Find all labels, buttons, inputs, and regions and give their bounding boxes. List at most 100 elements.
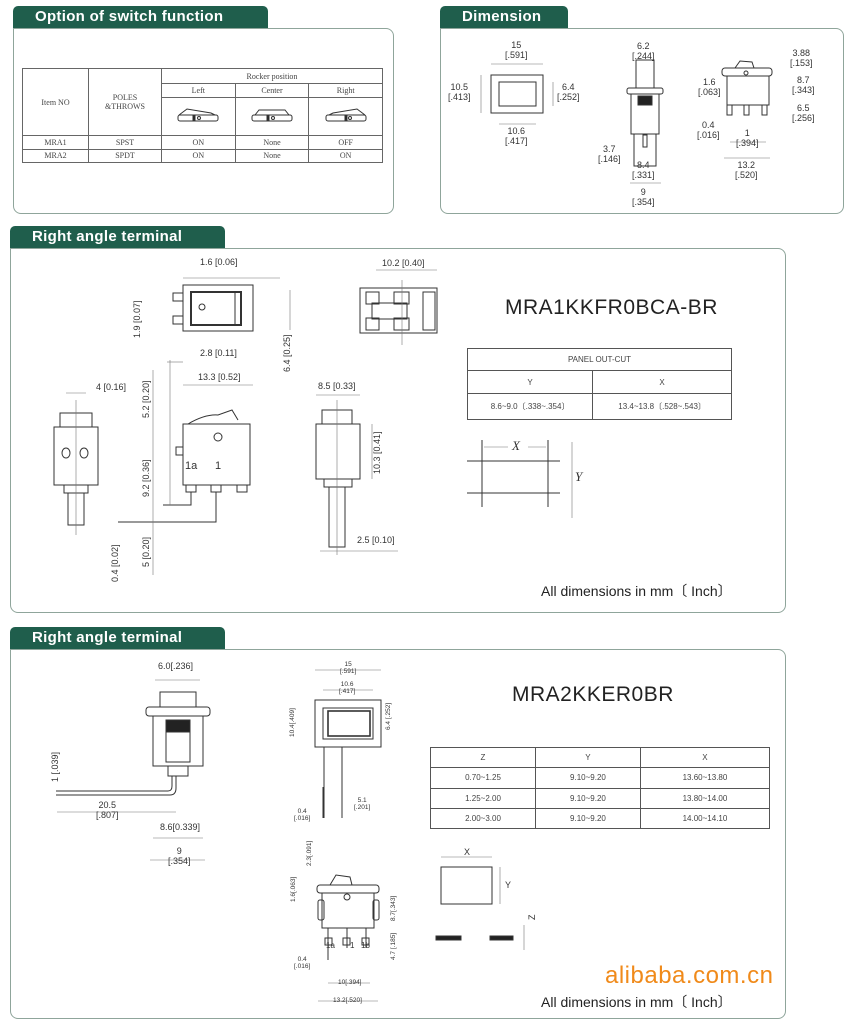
ra1-label: 6.4 [0.25] (282, 334, 292, 372)
ra2-label: 0.4[.016] (294, 956, 311, 970)
ra2-cutout-y-label: Y (505, 880, 512, 890)
right-angle-2-panel (10, 649, 786, 1019)
dim-label-window-height: 6.4[.252] (557, 82, 580, 102)
ra2-label: 10.6[.417] (339, 681, 356, 695)
ra2-label: 5.1[.201] (354, 797, 371, 811)
ra1-units-note: All dimensions in mm〔 Inch〕 (541, 583, 732, 599)
ra2-label: 20.5[.807] (96, 800, 119, 820)
ra2-model-number: MRA2KKER0BR (512, 683, 674, 706)
header-throws: &THROWS (105, 102, 145, 111)
cell-poles: SPDT (88, 148, 162, 163)
ra2-side-view (56, 679, 211, 861)
ra1-label: 4 [0.16] (96, 382, 127, 392)
ra2-label: 6.0[.236] (158, 661, 194, 671)
section-title-dimension: Dimension (440, 6, 568, 28)
dim-label-bezel-depth: 9[.354] (632, 187, 655, 207)
ra1-front-view (118, 360, 253, 575)
dim-label-terminal-pitch: 1[.394] (736, 128, 759, 148)
dim-label-terminal-length: 6.5[.256] (792, 103, 815, 123)
dim-label-bezel-thickness: 1.6[.063] (698, 77, 721, 97)
ra1-label: 2.8 [0.11] (200, 348, 237, 358)
ra2-label: 8.6[0.339] (160, 822, 201, 832)
section-title-options: Option of switch function (13, 6, 268, 28)
ra2-label: 8.7[.343] (390, 895, 397, 921)
dim-label-body-height: 8.7[.343] (792, 75, 815, 95)
watermark: alibaba.com.cn (605, 962, 774, 989)
options-panel (13, 28, 394, 214)
ra2-label: 1.6[.063] (290, 876, 297, 902)
cell-y: 9.10~9.20 (534, 787, 641, 809)
ra1-label: 5.2 [0.20] (141, 380, 151, 418)
dim-label-width: 15[.591] (505, 40, 528, 60)
ra2-terminal-1b-label: 1b (361, 941, 370, 950)
dimension-end-view (721, 60, 773, 159)
cell-x: 13.60~13.80 (639, 767, 771, 789)
dim-label-height: 10.5[.413] (448, 82, 471, 102)
rocker-right-icon (308, 97, 383, 136)
ra2-label: 13.2[.520] (333, 997, 362, 1004)
ra2-end-view (316, 874, 380, 1002)
ra2-label: 10.4[.409] (289, 708, 296, 737)
ra1-label: 10.3 [0.41] (372, 431, 382, 474)
rocker-left-icon (161, 97, 236, 136)
ra2-units-note: All dimensions in mm〔 Inch〕 (541, 994, 732, 1010)
dim-label-body-depth: 8.4[.331] (632, 160, 655, 180)
section-title-right-angle-1: Right angle terminal (10, 226, 225, 248)
header-y: Y (534, 746, 641, 769)
dimension-side-view (626, 59, 664, 184)
ra2-label: 0.4[.016] (294, 808, 311, 822)
table-row: MRA2 SPDT ON None ON (22, 148, 383, 163)
cell-x: 13.80~14.00 (639, 787, 771, 809)
dim-label-body-width: 13.2[.520] (735, 160, 758, 180)
ra2-label: 15[.591] (340, 661, 357, 675)
dim-label-rocker-height: 3.88[.153] (790, 48, 813, 68)
ra2-label: 9[.354] (168, 846, 191, 866)
ra2-label: 4.7 [.185] (390, 932, 397, 960)
cell-y: 9.10~9.20 (534, 767, 641, 789)
panel-cutout-title: PANEL OUT-CUT (467, 347, 732, 372)
rocker-center-icon (234, 97, 310, 136)
header-x: X (639, 746, 771, 769)
cell-z: 2.00~3.00 (430, 807, 536, 830)
section-title-right-angle-2: Right angle terminal (10, 627, 225, 649)
ra2-cutout-diagram (435, 856, 525, 950)
ra1-label: 2.5 [0.10] (357, 535, 395, 545)
ra2-label: 6.4 [.252] (385, 702, 392, 730)
ra1-cutout-y-label: Y (575, 469, 583, 484)
dim-label-terminal: 3.7[.146] (598, 144, 621, 164)
right-angle-1-panel (10, 248, 786, 613)
ra1-bottom-view (359, 269, 438, 345)
panel-cutout-x-header: X (592, 370, 732, 394)
dimension-panel (440, 28, 844, 214)
ra2-label: 10[.394] (338, 979, 362, 986)
ra1-label: 0.4 [0.02] (110, 544, 120, 582)
ra1-label: 5 [0.20] (141, 536, 151, 567)
ra1-cutout-diagram (467, 440, 573, 518)
cell-z: 0.70~1.25 (430, 767, 536, 789)
switch-function-table: Item NO POLES&THROWS Rocker position Lef… (22, 68, 383, 163)
ra1-terminal-1a-label: 1a (185, 460, 198, 472)
ra1-label: 10.2 [0.40] (382, 258, 425, 268)
dim-label-rocker-width: 6.2[.244] (632, 41, 655, 61)
panel-cutout-y-header: Y (466, 370, 594, 394)
dimension-front-view (480, 63, 554, 125)
cell-y: 9.10~9.20 (534, 807, 641, 830)
cell-x: 14.00~14.10 (639, 807, 771, 830)
header-poles-throws: POLES&THROWS (88, 68, 162, 136)
ra1-terminal-1-label: 1 (215, 460, 222, 472)
ra2-label: 2.3[.091] (306, 840, 313, 866)
dim-label-window-width: 10.6[.417] (505, 126, 528, 146)
ra1-label: 13.3 [0.52] (198, 372, 241, 382)
ra1-side-view-right (315, 394, 398, 555)
ra1-model-number: MRA1KKFR0BCA-BR (505, 296, 718, 319)
ra1-label: 9.2 [0.36] (141, 459, 151, 497)
ra1-label: 1.9 [0.07] (132, 300, 142, 338)
ra2-terminal-1a-label: 1a (326, 941, 335, 950)
header-z: Z (430, 746, 536, 769)
